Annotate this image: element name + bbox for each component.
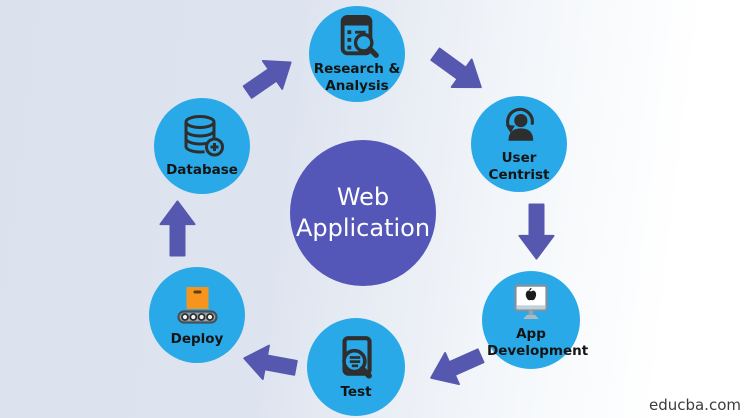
conveyor-box-icon xyxy=(177,287,218,324)
node-label: Deploy xyxy=(170,331,224,348)
node-label: Research & Analysis xyxy=(313,61,401,94)
watermark-educba: educba.com xyxy=(648,396,741,414)
checklist-magnifier-icon xyxy=(340,14,379,58)
node-deploy: Deploy xyxy=(149,267,245,363)
arrow-research-to-user-centrist xyxy=(423,37,494,104)
document-magnifier-icon xyxy=(342,336,372,379)
node-label: Database xyxy=(166,162,238,179)
arrow-database-to-research xyxy=(236,45,304,109)
center-node-web-application: Web Application xyxy=(290,140,436,286)
node-label: App Development xyxy=(487,326,589,359)
node-user-centrist: User Centrist xyxy=(471,96,567,192)
node-app-development: App Development xyxy=(482,271,589,369)
node-research-analysis: Research & Analysis xyxy=(309,6,405,102)
database-add-icon xyxy=(184,115,224,157)
center-label: Web Application xyxy=(295,182,431,242)
node-label: Test xyxy=(340,384,372,401)
node-label: User Centrist xyxy=(488,150,550,183)
arrow-deploy-to-database xyxy=(158,200,198,257)
arrow-user-centrist-to-app-development xyxy=(517,203,557,261)
arrow-app-development-to-test xyxy=(421,337,489,397)
node-database: Database xyxy=(154,98,250,194)
arrow-test-to-deploy xyxy=(239,338,300,387)
node-test: Test xyxy=(307,318,405,416)
user-refresh-icon xyxy=(505,107,534,141)
monitor-apple-icon xyxy=(514,284,548,320)
